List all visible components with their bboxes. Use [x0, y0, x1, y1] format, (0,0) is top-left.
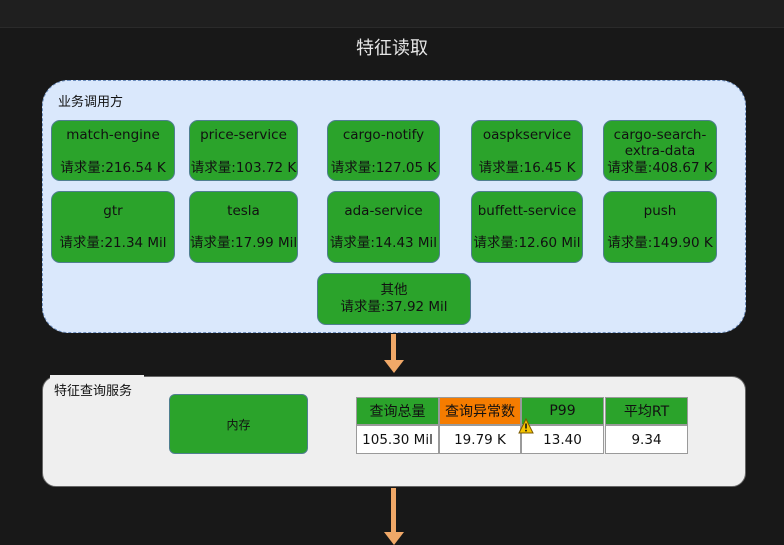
flow-arrow-line — [391, 334, 396, 362]
stat-header-errors: 查询异常数 — [439, 397, 521, 425]
service-name: buffett-service — [477, 203, 577, 219]
service-name: ada-service — [344, 203, 423, 219]
stat-header-total: 查询总量 — [356, 397, 439, 425]
service-node-ada-service[interactable]: ada-service 请求量:14.43 Mil — [327, 191, 440, 263]
service-requests: 请求量:408.67 K — [607, 160, 713, 176]
service-node-push[interactable]: push 请求量:149.90 K — [603, 191, 717, 263]
service-node-gtr[interactable]: gtr 请求量:21.34 Mil — [51, 191, 175, 263]
flow-arrow-line-bottom — [391, 488, 396, 539]
service-name: oaspkservice — [482, 127, 572, 143]
service-requests: 请求量:149.90 K — [607, 235, 713, 251]
service-requests: 请求量:12.60 Mil — [473, 235, 581, 251]
query-panel-label: 特征查询服务 — [54, 384, 133, 399]
service-name: tesla — [227, 203, 260, 219]
service-requests: 请求量:21.34 Mil — [59, 235, 167, 251]
page-title: 特征读取 — [356, 38, 428, 59]
service-name: 其他 — [380, 282, 408, 298]
service-requests: 请求量:17.99 Mil — [190, 235, 298, 251]
service-requests: 请求量:16.45 K — [478, 160, 576, 176]
service-node-buffett-service[interactable]: buffett-service 请求量:12.60 Mil — [471, 191, 583, 263]
memory-node[interactable]: 内存 — [169, 394, 308, 454]
service-requests: 请求量:14.43 Mil — [329, 235, 438, 251]
stat-value-errors: 19.79 K — [439, 425, 521, 454]
service-requests: 请求量:103.72 K — [190, 160, 297, 176]
service-name: cargo-notify — [342, 127, 425, 143]
service-node-cargo-search-extra-data[interactable]: cargo-search- extra-data 请求量:408.67 K — [603, 120, 717, 181]
service-name: price-service — [200, 127, 287, 143]
service-requests: 请求量:127.05 K — [330, 160, 437, 176]
memory-label: 内存 — [226, 417, 251, 432]
service-name: push — [643, 203, 677, 219]
service-node-tesla[interactable]: tesla 请求量:17.99 Mil — [189, 191, 298, 263]
service-name: gtr — [103, 203, 123, 219]
query-panel-label-background — [50, 375, 144, 401]
stat-header-avg-rt: 平均RT — [605, 397, 688, 425]
service-name: cargo-search- extra-data — [613, 127, 707, 159]
stat-value-avg-rt: 9.34 — [605, 425, 688, 454]
stat-header-p99: P99 — [521, 397, 604, 425]
stat-value-total: 105.30 Mil — [356, 425, 439, 454]
service-node-price-service[interactable]: price-service 请求量:103.72 K — [189, 120, 298, 181]
stat-value-p99: 13.40 — [521, 425, 604, 454]
service-node-match-engine[interactable]: match-engine 请求量:216.54 K — [51, 120, 175, 181]
service-node-cargo-notify[interactable]: cargo-notify 请求量:127.05 K — [327, 120, 440, 181]
service-requests: 请求量:37.92 Mil — [340, 299, 448, 315]
service-requests: 请求量:216.54 K — [60, 160, 166, 176]
flow-arrow-head — [384, 360, 404, 373]
service-node-oaspkservice[interactable]: oaspkservice 请求量:16.45 K — [471, 120, 583, 181]
caller-panel-label: 业务调用方 — [58, 95, 124, 110]
warning-icon[interactable] — [518, 418, 534, 434]
service-name: match-engine — [66, 127, 160, 143]
service-node-other[interactable]: 其他 请求量:37.92 Mil — [317, 273, 471, 325]
top-toolbar — [0, 0, 784, 28]
